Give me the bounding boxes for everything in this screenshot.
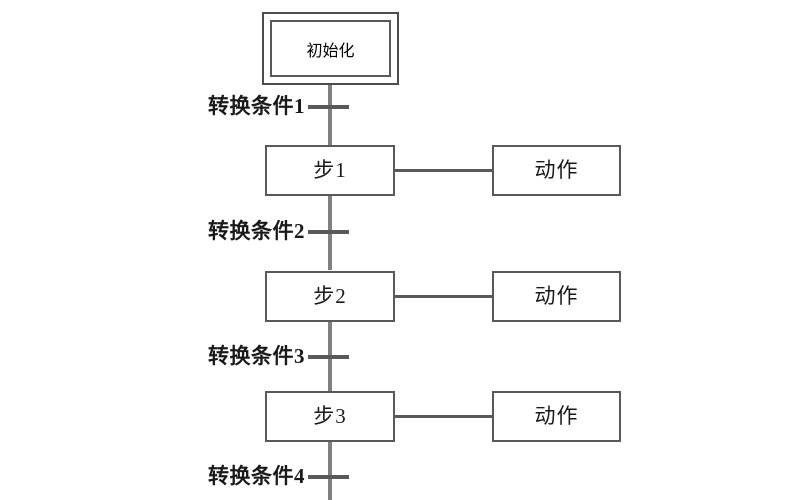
transition-condition-1-label: 转换条件1 xyxy=(208,94,305,118)
trunk-line-init-to-step1 xyxy=(328,85,332,145)
transition-tick-4 xyxy=(308,475,349,479)
initial-step-box[interactable]: 初始化 xyxy=(262,12,399,85)
step-box-2[interactable]: 步2 xyxy=(265,271,395,322)
connector-step1-action1 xyxy=(394,169,493,172)
action-box-2[interactable]: 动作 xyxy=(492,271,621,322)
transition-condition-3-label: 转换条件3 xyxy=(208,344,305,368)
connector-step3-action3 xyxy=(394,415,493,418)
step-2-label: 步2 xyxy=(313,284,347,308)
step-3-label: 步3 xyxy=(313,404,347,428)
step-box-1[interactable]: 步1 xyxy=(265,145,395,196)
transition-condition-4-label: 转换条件4 xyxy=(208,464,305,488)
transition-tick-1 xyxy=(308,105,349,109)
action-2-label: 动作 xyxy=(534,284,579,308)
transition-tick-3 xyxy=(308,355,349,359)
trunk-line-step3-to-end xyxy=(328,442,332,500)
initial-step-label: 初始化 xyxy=(306,42,355,60)
step-box-3[interactable]: 步3 xyxy=(265,391,395,442)
transition-condition-2-label: 转换条件2 xyxy=(208,219,305,243)
step-1-label: 步1 xyxy=(313,158,347,182)
action-box-1[interactable]: 动作 xyxy=(492,145,621,196)
action-1-label: 动作 xyxy=(534,158,579,182)
action-3-label: 动作 xyxy=(534,404,579,428)
action-box-3[interactable]: 动作 xyxy=(492,391,621,442)
transition-tick-2 xyxy=(308,230,349,234)
connector-step2-action2 xyxy=(394,295,493,298)
initial-step-inner-box: 初始化 xyxy=(270,20,391,77)
